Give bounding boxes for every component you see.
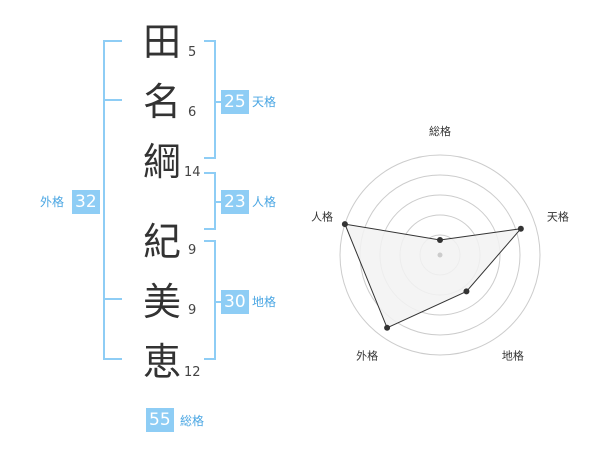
gaikaku-value: 32 [72,190,100,214]
radar-axis-label-3: 地格 [502,348,524,362]
tenkaku-value: 25 [221,90,249,114]
radar-axis-label-2: 天格 [547,210,569,224]
soukaku-value: 55 [146,408,174,432]
soukaku-label: 総格 [180,414,205,428]
jinkaku-label: 人格 [252,195,277,209]
chikaku-value: 30 [221,290,249,314]
name-char-4: 紀 [142,220,181,264]
name-char-6: 恵 [142,340,181,384]
stroke-count-4: 9 [188,243,197,258]
gaikaku-label: 外格 [40,195,65,209]
stroke-count-1: 5 [188,45,197,60]
radar-point-2 [517,225,524,232]
name-char-1: 田 [142,20,181,64]
chikaku-label: 地格 [252,295,277,309]
name-char-5: 美 [142,280,181,324]
name-char-3: 綱 [142,140,181,184]
radar-area [344,223,523,329]
radar-ring-5 [339,154,541,356]
radar-center [437,252,443,258]
tenkaku-label: 天格 [252,95,277,109]
jinkaku-value: 23 [221,190,249,214]
name-char-2: 名 [142,80,181,124]
stroke-count-3: 14 [184,165,201,180]
radar-axis-label-1: 総格 [429,124,451,138]
radar-point-4 [384,324,391,331]
radar-axis-label-5: 人格 [311,210,333,224]
stroke-count-2: 6 [188,105,197,120]
radar-point-5 [341,221,348,228]
stroke-count-6: 12 [184,365,201,380]
radar-point-3 [463,288,470,295]
radar-point-1 [437,237,443,243]
radar-axis-label-4: 外格 [356,348,378,362]
stroke-count-5: 9 [188,303,197,318]
